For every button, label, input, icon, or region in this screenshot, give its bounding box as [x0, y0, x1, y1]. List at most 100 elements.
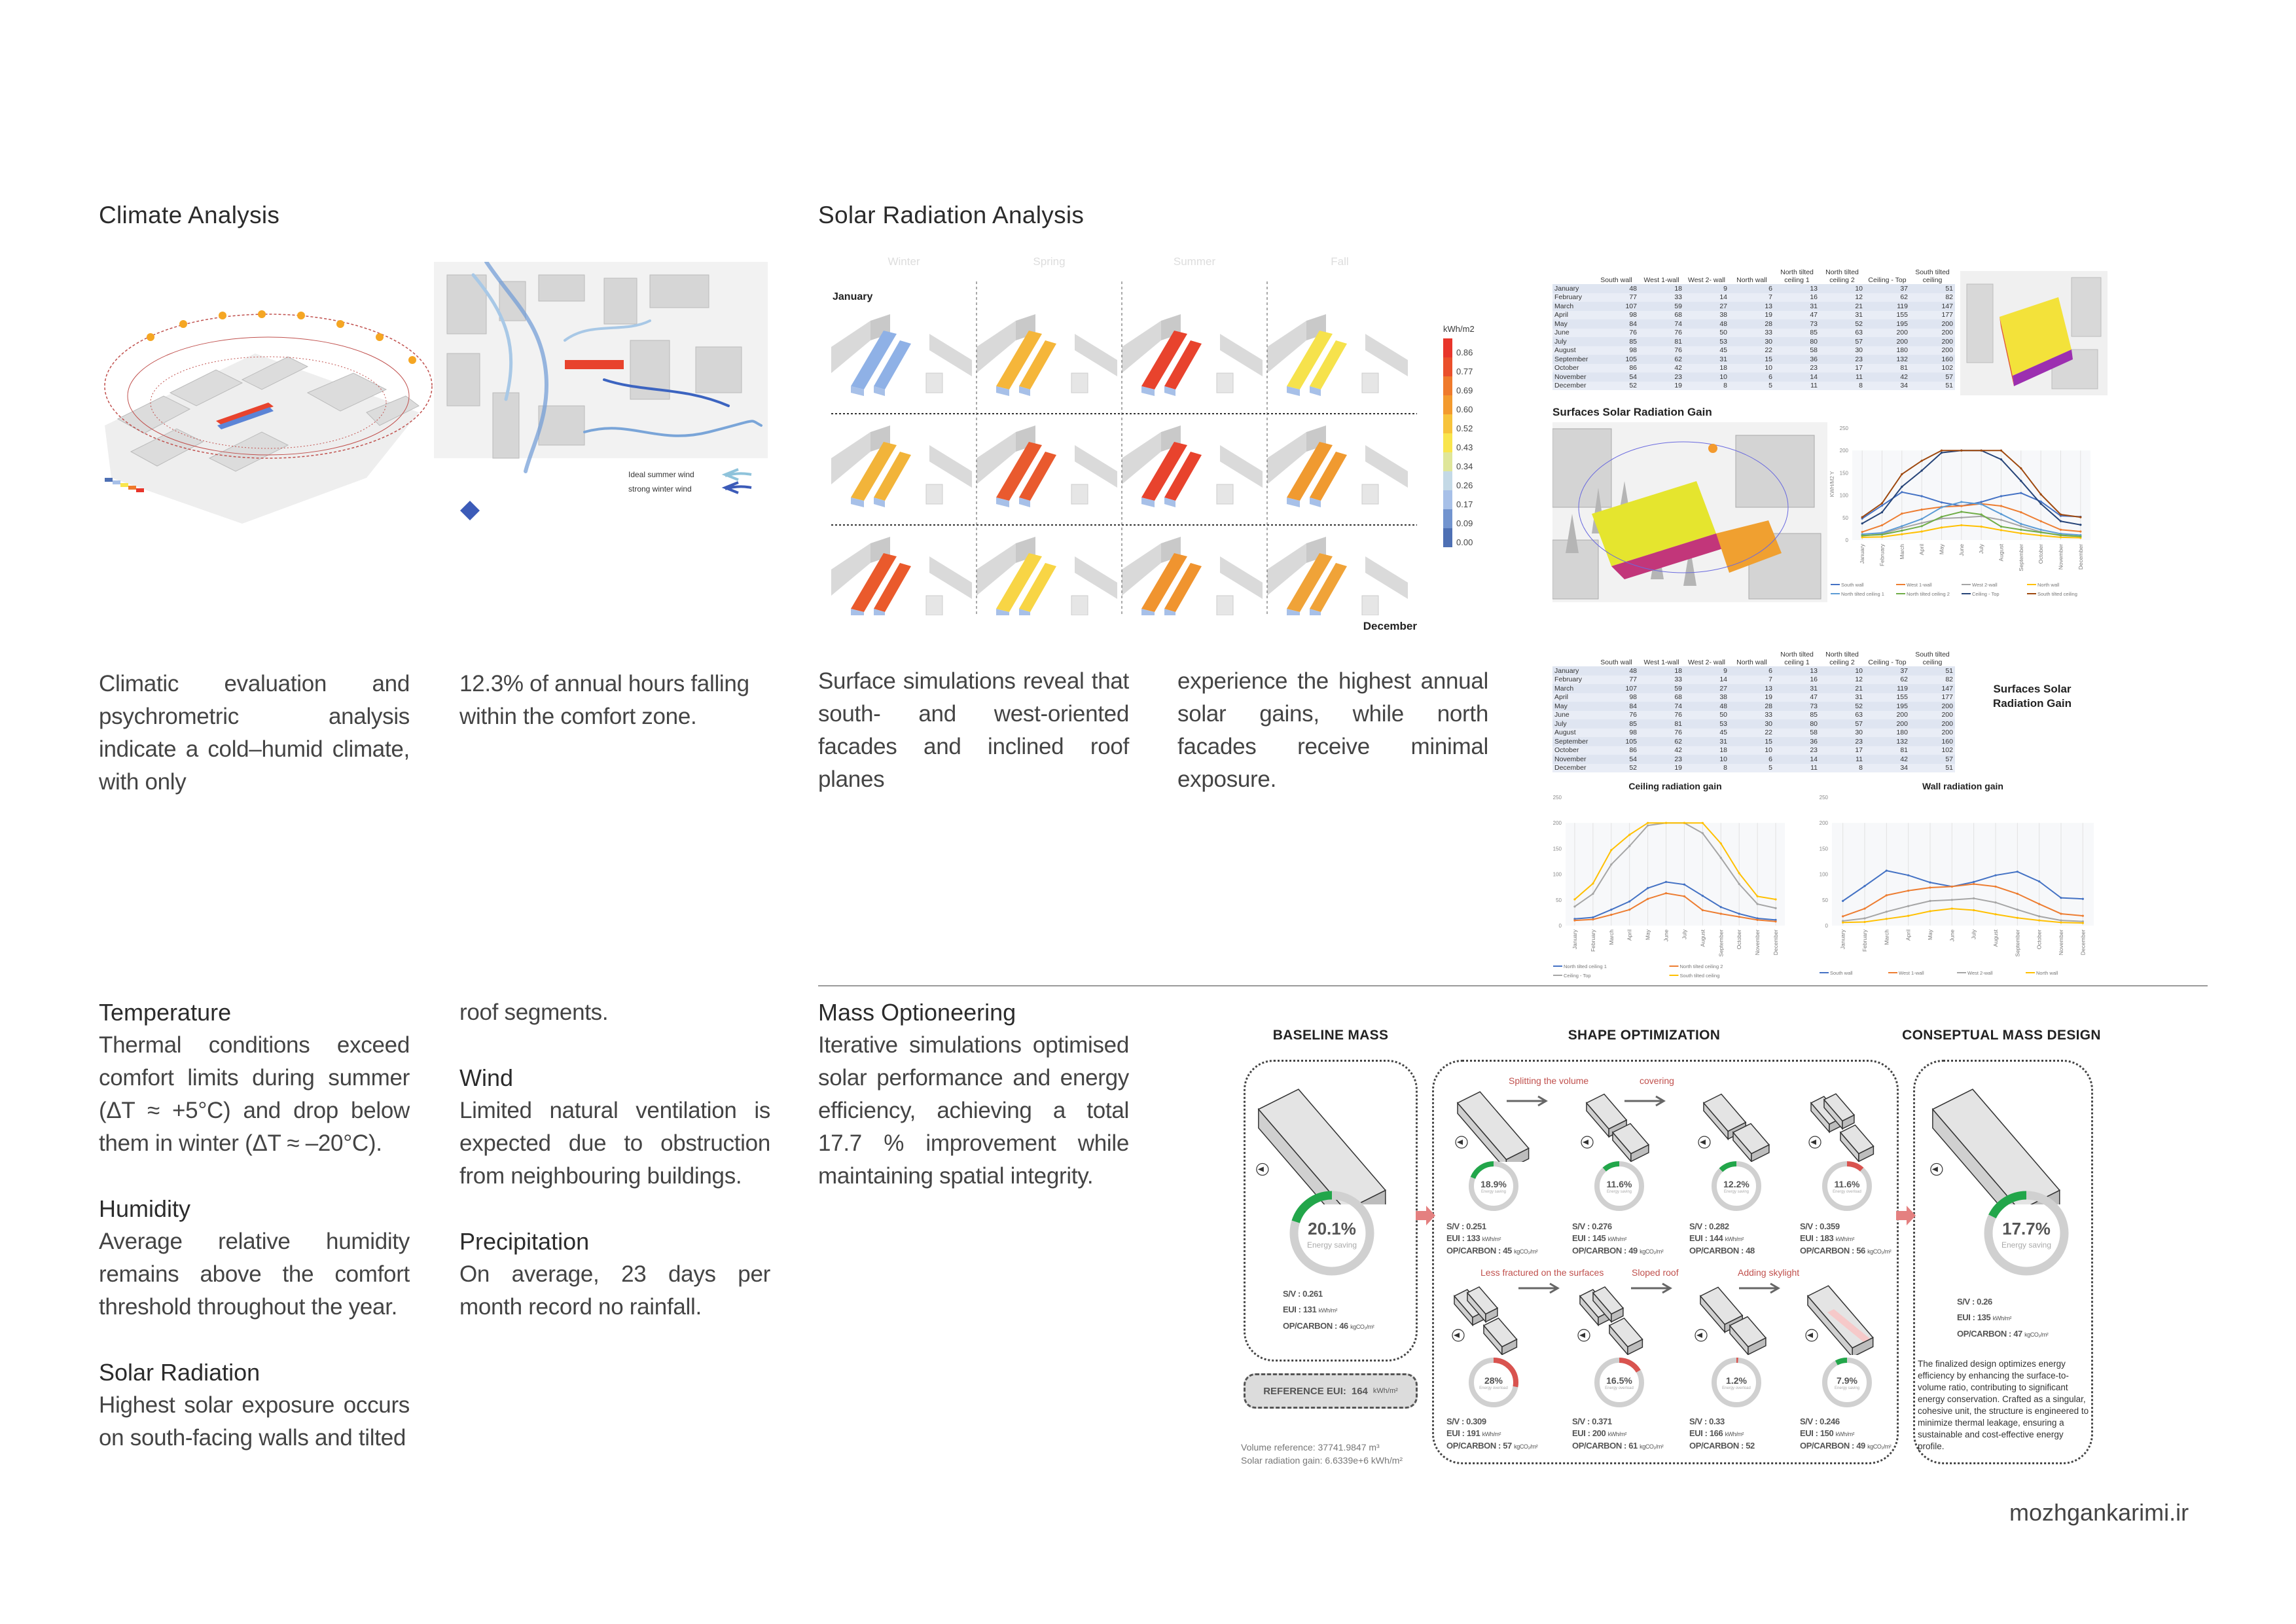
data-point	[1920, 495, 1923, 497]
precipitation-heading: Precipitation	[459, 1228, 590, 1255]
table-cell: 57	[1910, 755, 1955, 764]
radiation-tile	[831, 425, 972, 507]
project-building-facade	[874, 386, 885, 396]
table-cell: 200	[1896, 711, 1908, 719]
table-cell: 105	[1594, 737, 1639, 746]
website-footer: mozhgankarimi.ir	[2009, 1499, 2189, 1526]
table-cell: 86	[1629, 746, 1637, 755]
table-cell: 7	[1768, 293, 1772, 302]
data-point	[1738, 912, 1740, 915]
table-cell: 76	[1674, 711, 1682, 719]
table-cell: 53	[1684, 719, 1729, 729]
table-cell: 54	[1594, 372, 1639, 382]
data-point	[2016, 892, 2018, 895]
context-building	[1220, 556, 1263, 599]
data-point	[2039, 520, 2042, 522]
legend-value: 0.86	[1456, 348, 1473, 357]
radiation-tile	[1267, 537, 1408, 615]
table-column-header: South wall	[1594, 651, 1639, 666]
data-point	[1885, 918, 1888, 920]
radiation-tile	[831, 314, 972, 396]
data-point	[1901, 491, 1903, 494]
table-cell: 200	[1941, 711, 1953, 719]
legend-swatch	[1443, 433, 1452, 452]
table-cell: 57	[1910, 372, 1955, 382]
data-point	[2000, 525, 2003, 528]
context-building	[1075, 556, 1117, 599]
table-cell: March	[1552, 302, 1594, 311]
table-cell: 81	[1639, 337, 1684, 346]
series-line-north-wall	[1862, 524, 2081, 539]
table-cell: 200	[1896, 329, 1908, 337]
data-point	[1719, 906, 1722, 909]
legend-value: 0.00	[1456, 537, 1473, 547]
data-point	[1960, 449, 1963, 452]
project-building-radiation	[1141, 553, 1187, 612]
context-building	[1216, 595, 1234, 615]
table-cell: 63	[1855, 329, 1863, 337]
legend-entry: South wall	[1841, 582, 1864, 588]
context-building	[1216, 484, 1234, 505]
table-cell: 48	[1594, 666, 1639, 676]
table-cell: 28	[1729, 702, 1774, 711]
table-cell: 38	[1719, 693, 1727, 702]
table-cell: 51	[1945, 382, 1953, 390]
project-building-facade	[1310, 497, 1321, 507]
project-building	[565, 360, 624, 369]
concept-description: The finalized design optimizes energy ef…	[1918, 1359, 2089, 1451]
data-point	[2020, 492, 2022, 494]
data-point	[1861, 531, 1863, 533]
data-point	[1861, 522, 1863, 525]
legend-swatch	[1443, 471, 1452, 490]
data-point	[1842, 915, 1844, 918]
table-cell: 57	[1820, 337, 1865, 346]
y-tick-label: 250	[1553, 795, 1562, 801]
site-buildings	[446, 274, 742, 459]
table-cell: October	[1554, 364, 1579, 372]
table-cell: 200	[1941, 346, 1953, 355]
context-building	[1075, 334, 1117, 376]
summer-wind-arrow-icon	[721, 468, 752, 481]
data-point	[1940, 526, 1943, 529]
precipitation-body: On average, 23 days per month record no …	[459, 1261, 770, 1320]
table-cell: 14	[1774, 755, 1820, 764]
x-tick-label: February	[1590, 929, 1596, 952]
project-building-facade	[1287, 609, 1300, 615]
legend-swatch	[1443, 376, 1452, 395]
data-point	[2016, 916, 2018, 919]
x-tick-label: June	[1663, 929, 1670, 942]
x-tick-label: December	[1772, 929, 1779, 955]
data-point	[1863, 920, 1866, 924]
x-tick-label: September	[2014, 929, 2020, 957]
table-cell: 195	[1865, 319, 1910, 329]
table-cell: 132	[1865, 355, 1910, 364]
table-cell: 34	[1900, 764, 1908, 772]
climate-analysis-title: Climate Analysis	[99, 202, 280, 228]
table-cell: 48	[1594, 284, 1639, 293]
legend-swatch	[1443, 338, 1452, 357]
project-building-facade	[1164, 386, 1175, 396]
table-cell: 9	[1684, 666, 1729, 676]
table-cell: June	[1554, 711, 1570, 719]
table-cell: 51	[1910, 284, 1955, 293]
table-column-header: Ceiling - Top	[1865, 268, 1910, 284]
table-cell: 59	[1639, 684, 1684, 693]
project-building-facade	[1019, 386, 1030, 396]
data-point	[1664, 892, 1668, 895]
data-point	[2079, 524, 2082, 526]
project-building-radiation	[1141, 442, 1187, 501]
table-cell: 13	[1729, 302, 1774, 311]
table-cell: 6	[1729, 372, 1774, 382]
project-building-facade	[851, 609, 864, 615]
table-cell: 18	[1639, 284, 1684, 293]
data-point	[1907, 914, 1910, 917]
table-cell: 10	[1684, 755, 1729, 764]
table-cell: May	[1552, 702, 1594, 711]
solar-text-col2: experience the highest annual solar gain…	[1177, 668, 1488, 792]
x-tick-label: November	[2058, 929, 2064, 955]
